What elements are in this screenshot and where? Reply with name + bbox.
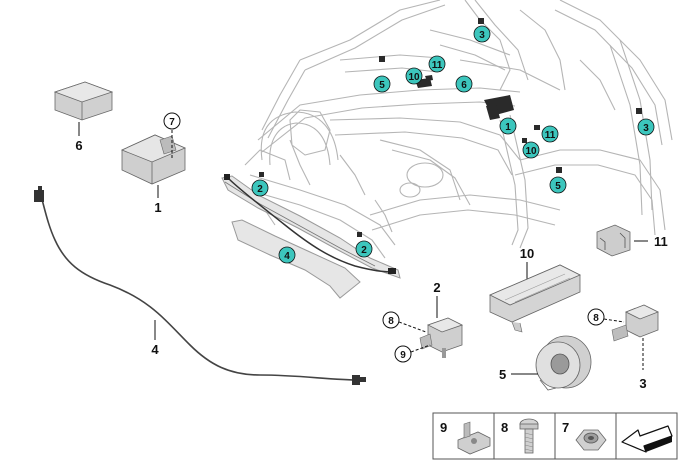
part-10-bracket: [489, 264, 581, 333]
part-11-label: 11: [654, 234, 668, 249]
svg-text:3: 3: [643, 123, 649, 134]
bumper-wire: [227, 177, 393, 273]
legend-8-label: 8: [501, 420, 508, 435]
circled-7-top: 7: [163, 112, 181, 130]
part-11-clip: [596, 224, 631, 257]
circled-9: 9: [394, 345, 412, 363]
svg-text:11: 11: [545, 130, 556, 141]
part-4-cable: [34, 186, 366, 385]
leader-8-left: [398, 321, 427, 333]
callout-11-right: 11: [541, 125, 559, 143]
callout-2-right: 2: [355, 240, 373, 258]
svg-text:5: 5: [379, 80, 385, 91]
clip-nut-icon: [457, 421, 491, 455]
body-mounted-parts: [259, 18, 642, 237]
callout-10-left: 10: [405, 67, 423, 85]
callout-3-top: 3: [473, 25, 491, 43]
bumper-carrier: [221, 175, 401, 299]
callout-5-left: 5: [373, 75, 391, 93]
svg-text:11: 11: [432, 60, 443, 71]
bumper-wire-plug: [224, 174, 396, 274]
part-5-round-sensor: [535, 335, 592, 391]
svg-text:8: 8: [388, 316, 394, 327]
leader-8-right: [603, 318, 625, 323]
callout-11-left: 11: [428, 55, 446, 73]
part-1-label: 1: [154, 200, 161, 215]
part-2-label: 2: [433, 280, 440, 295]
leader-9: [410, 344, 431, 353]
svg-text:7: 7: [169, 117, 175, 128]
svg-text:5: 5: [555, 181, 561, 192]
callout-2-left: 2: [251, 179, 269, 197]
svg-text:6: 6: [461, 80, 467, 91]
svg-text:2: 2: [361, 245, 367, 256]
body-callouts: 3 5 10 11 6 1 11 10 3 5 2 2 4: [251, 25, 655, 264]
part-6-label: 6: [75, 138, 82, 153]
part-3-label: 3: [639, 376, 646, 391]
circled-8-right: 8: [587, 308, 605, 326]
callout-1-body: 1: [499, 117, 517, 135]
svg-text:10: 10: [408, 72, 420, 83]
part-4-label: 4: [151, 342, 159, 357]
svg-text:3: 3: [479, 30, 485, 41]
hex-nut-icon: [575, 429, 607, 451]
callout-5-right: 5: [549, 176, 567, 194]
part-10-label: 10: [520, 246, 534, 261]
svg-text:8: 8: [593, 313, 599, 324]
svg-text:2: 2: [257, 184, 263, 195]
callout-4-body: 4: [278, 246, 296, 264]
hardware-legend: 9 8 7: [432, 412, 678, 460]
legend-9-label: 9: [440, 420, 447, 435]
svg-text:9: 9: [400, 350, 406, 361]
car-body-frame: [244, 0, 673, 259]
callout-6-body: 6: [455, 75, 473, 93]
part-3-sensor: [611, 304, 659, 342]
svg-text:1: 1: [505, 122, 511, 133]
part-2-sensor: [419, 317, 464, 358]
circled-8-left: 8: [382, 311, 400, 329]
svg-text:4: 4: [284, 251, 290, 262]
legend-7-label: 7: [562, 420, 569, 435]
part-5-label: 5: [499, 367, 506, 382]
part-6-module: [53, 81, 114, 136]
bolt-icon: [519, 418, 539, 454]
svg-text:10: 10: [525, 146, 537, 157]
callout-3-right: 3: [637, 118, 655, 136]
forward-arrow-icon: [621, 425, 673, 453]
callout-10-right: 10: [522, 141, 540, 159]
part-1-control-unit: [120, 130, 187, 198]
